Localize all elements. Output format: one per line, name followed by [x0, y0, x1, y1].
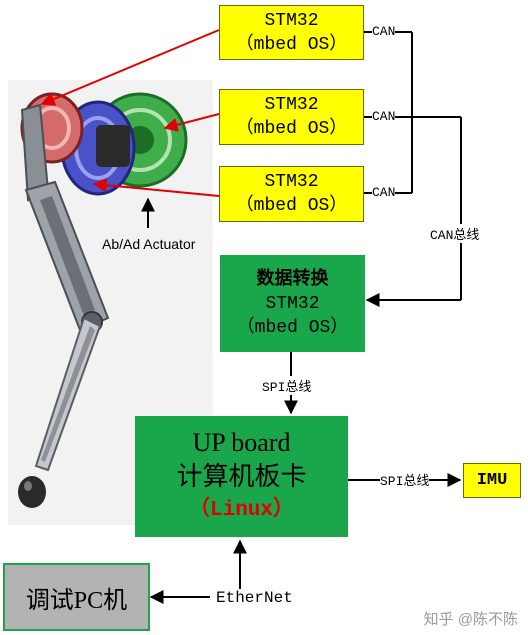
converter-line1: 数据转换: [256, 269, 329, 290]
red-arrow-3: [92, 178, 220, 197]
stm32-box-1-line2: （mbed OS）: [235, 34, 348, 55]
stm32-box-3: STM32 （mbed OS）: [219, 166, 364, 222]
upboard-line1: UP board: [192, 427, 291, 457]
stm32-box-2: STM32 （mbed OS）: [219, 89, 364, 145]
spi-bus-label-vertical: SPI总线: [262, 376, 312, 395]
stm32-box-3-line2: （mbed OS）: [235, 196, 348, 216]
debug-pc-label: 调试PC机: [25, 587, 128, 614]
upboard-box: UP board 计算机板卡 （Linux）: [135, 416, 348, 537]
can-bus-label: CAN总线: [430, 224, 480, 243]
converter-line2: STM32: [265, 293, 320, 314]
upboard-line2: 计算机板卡: [176, 461, 307, 491]
ethernet-label: EtherNet: [216, 589, 293, 607]
stm32-box-2-line1: STM32: [264, 95, 319, 115]
can-label-1: CAN: [372, 24, 396, 39]
data-converter-box: 数据转换 STM32 （mbed OS）: [220, 255, 365, 352]
can-label-3: CAN: [372, 185, 396, 200]
imu-box: IMU: [463, 463, 521, 498]
stm32-box-3-line1: STM32: [264, 172, 319, 192]
red-arrow-2: [163, 113, 220, 132]
stm32-box-1: STM32 （mbed OS）: [219, 5, 364, 60]
watermark: 知乎 @陈不陈: [423, 611, 518, 628]
red-arrow-1: [40, 29, 220, 106]
upboard-line3: （Linux）: [188, 498, 294, 522]
stm32-box-1-line1: STM32: [264, 10, 319, 31]
converter-line3: （mbed OS）: [236, 317, 349, 338]
actuator-label: Ab/Ad Actuator: [102, 236, 196, 252]
can-label-2: CAN: [372, 109, 396, 124]
spi-bus-label-horizontal: SPI总线: [380, 470, 430, 489]
debug-pc-box: 调试PC机: [3, 563, 150, 631]
imu-label: IMU: [476, 471, 508, 490]
stm32-box-2-line2: （mbed OS）: [235, 119, 348, 139]
motor-driver-block: [96, 125, 130, 167]
